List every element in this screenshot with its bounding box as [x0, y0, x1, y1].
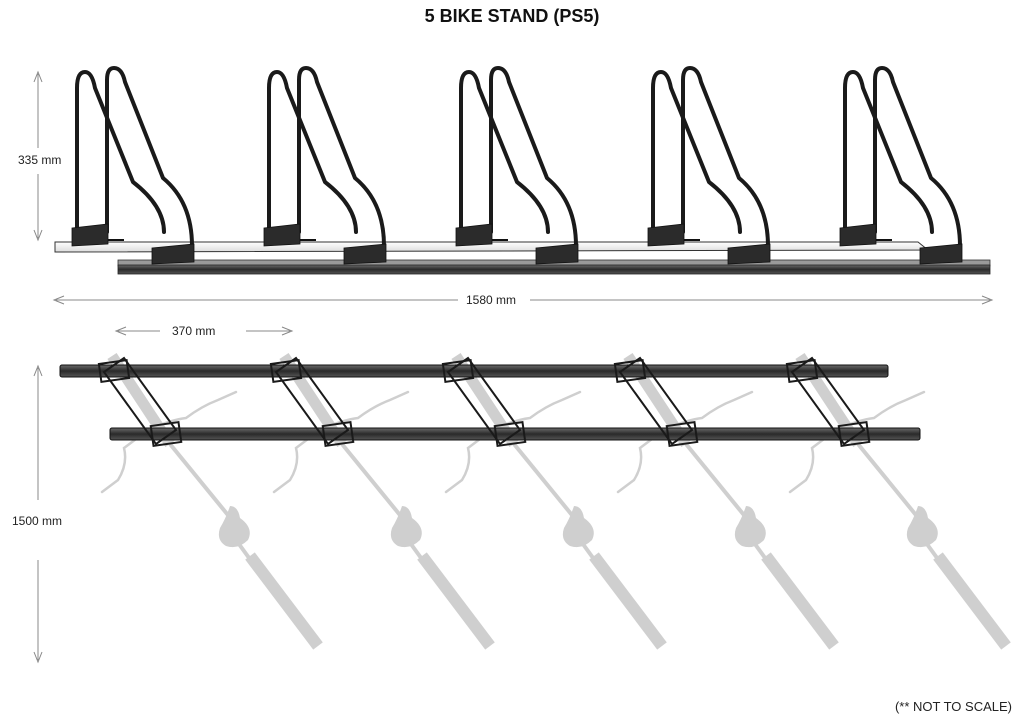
bike-saddle [218, 506, 250, 548]
hoop-rear-tube [843, 70, 934, 234]
plan-hoop-4 [613, 356, 699, 447]
hoop-rear-tube [267, 70, 358, 234]
plan-hoop-rear-clamp [269, 359, 303, 383]
bike-handlebar [616, 390, 754, 494]
bike-frame-tube [512, 442, 578, 522]
length-dim-arrow-left [52, 295, 65, 305]
hoop-3 [455, 66, 579, 265]
bike-rear-wheel [589, 552, 667, 650]
plan-hoop-front-clamp [493, 421, 527, 447]
plan-hoop-3 [441, 356, 527, 447]
hoop-1 [71, 66, 195, 265]
hoop-rear-tube [459, 70, 550, 234]
hoop-front-plate [919, 243, 963, 265]
hoop-rear-plate [263, 223, 301, 247]
plan-hoop-rear-clamp [785, 359, 819, 383]
length-dim-arrow-right [981, 295, 994, 305]
hoop-front-plate [151, 243, 195, 265]
front-front-rail [117, 264, 991, 275]
hoop-rear-tube [651, 70, 742, 234]
plan-view [59, 352, 1011, 650]
bike-handlebar [272, 390, 410, 494]
plan-hoop-front-clamp [321, 421, 355, 447]
bike-frame-tube [340, 442, 406, 522]
plan-hoop-front-clamp [149, 421, 183, 447]
plan-hoop-rear-clamp [441, 359, 475, 383]
bike-frame-tube [168, 442, 234, 522]
hoop-front-tube [681, 66, 770, 248]
hoop-front-tube [105, 66, 194, 248]
bike-rear-wheel [417, 552, 495, 650]
plan-hoop-outline [446, 356, 522, 446]
hoop-front-plate [535, 243, 579, 265]
hoop-rear-plate [455, 223, 493, 247]
bike-rear-wheel [761, 552, 839, 650]
bike-saddle [734, 506, 766, 548]
plan-hoop-1 [97, 356, 183, 447]
bike-ghost-3 [444, 352, 667, 650]
hoop-front-plate [343, 243, 387, 265]
front-view [54, 66, 991, 275]
hoop-rear-plate [71, 223, 109, 247]
plan-hoop-5 [785, 356, 871, 447]
depth-dimension-label: 1500 mm [10, 514, 65, 528]
depth-dim-arrow-top [33, 364, 43, 377]
bike-handlebar [788, 390, 926, 494]
bike-frame-tube [684, 442, 750, 522]
bike-saddle [390, 506, 422, 548]
bike-saddle [562, 506, 594, 548]
plan-hoop-front-clamp [837, 421, 871, 447]
spacing-dim-arrow-left [114, 326, 127, 336]
depth-dim-arrow-bottom [33, 651, 43, 664]
bike-handlebar [444, 390, 582, 494]
plan-hoop-outline [618, 356, 694, 446]
plan-hoop-outline [102, 356, 178, 446]
bike-ghost-5 [788, 352, 1011, 650]
hoop-front-tube [489, 66, 578, 248]
bike-ghost-1 [100, 352, 323, 650]
not-to-scale-note: (** NOT TO SCALE) [894, 699, 1012, 714]
height-dim-arrow-top [33, 70, 43, 83]
bike-saddle [906, 506, 938, 548]
hoop-5 [839, 66, 963, 265]
hoop-rear-plate [647, 223, 685, 247]
plan-hoop-outline [790, 356, 866, 446]
bike-ghost-4 [616, 352, 839, 650]
plan-hoop-front-clamp [665, 421, 699, 447]
height-dim-arrow-bottom [33, 229, 43, 242]
hoop-rear-tube [75, 70, 166, 234]
plan-hoop-2 [269, 356, 355, 447]
hoop-rear-plate [839, 223, 877, 247]
hoop-front-plate [727, 243, 771, 265]
hoop-front-tube [297, 66, 386, 248]
hoop-2 [263, 66, 387, 265]
hoop-group [71, 66, 963, 265]
bike-ghost-2 [272, 352, 495, 650]
spacing-dimension-label: 370 mm [170, 324, 218, 338]
height-dimension-label: 335 mm [16, 153, 64, 167]
dimension-lines [33, 70, 994, 664]
plan-hoop-rear-clamp [613, 359, 647, 383]
bike-rear-wheel [245, 552, 323, 650]
bike-rear-wheel [933, 552, 1011, 650]
plan-hoop-outline [274, 356, 350, 446]
length-dimension-label: 1580 mm [464, 293, 519, 307]
diagram-title: 5 BIKE STAND (PS5) [424, 6, 600, 26]
plan-hoop-rear-clamp [97, 359, 131, 383]
spacing-dim-arrow-right [281, 326, 294, 336]
bike-frame-tube [856, 442, 922, 522]
plan-hoop-group [97, 356, 871, 447]
hoop-front-tube [873, 66, 962, 248]
bike-handlebar [100, 390, 238, 494]
hoop-4 [647, 66, 771, 265]
bike-ghost-group [100, 352, 1011, 650]
